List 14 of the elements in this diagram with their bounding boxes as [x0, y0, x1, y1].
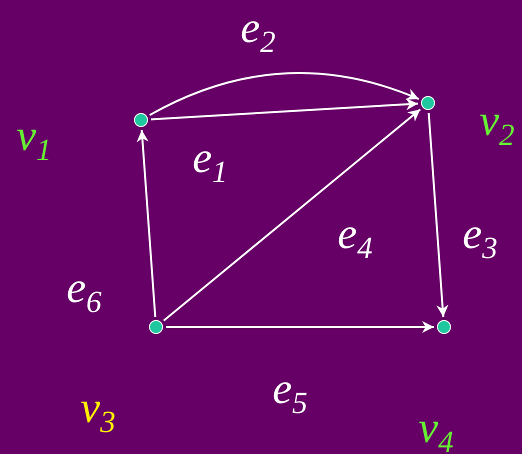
arrow — [149, 72, 420, 116]
arrow — [166, 321, 434, 333]
vertex-label: v$_{1}$ — [16, 114, 52, 166]
vertex-label: v$_{4}$ — [418, 406, 454, 454]
vertex-dot — [437, 320, 451, 334]
vertex-dot — [134, 113, 148, 127]
arrow — [163, 108, 421, 322]
vertex-dot — [149, 320, 163, 334]
arrow — [150, 98, 418, 120]
arrow — [428, 112, 448, 318]
arrow — [136, 130, 156, 318]
vertex-label: v$_{2}$ — [480, 99, 514, 151]
vertex-dot — [421, 96, 435, 110]
vertex-label: v$_{3}$ — [80, 386, 116, 438]
